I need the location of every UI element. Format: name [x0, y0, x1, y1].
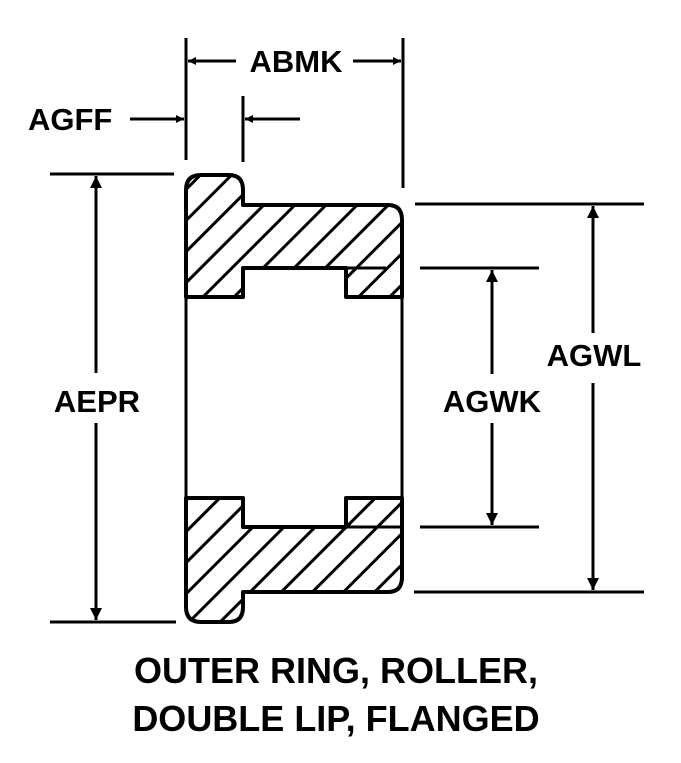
agwk-label: AGWK [443, 384, 542, 419]
title-line-2: DOUBLE LIP, FLANGED [132, 698, 539, 739]
dimension-agwl: AGWL [414, 202, 644, 594]
aepr-label: AEPR [54, 384, 140, 419]
dimension-abmk: ABMK [184, 38, 405, 188]
ring-section-top [184, 173, 404, 299]
ring-section-bottom [184, 496, 404, 624]
dimension-agff: AGFF [28, 96, 300, 162]
agwl-label: AGWL [547, 338, 642, 373]
dimension-aepr: AEPR [50, 172, 176, 624]
title-line-1: OUTER RING, ROLLER, [134, 650, 538, 691]
abmk-label: ABMK [250, 44, 344, 79]
dimension-agwk: AGWK [420, 266, 542, 529]
agff-label: AGFF [28, 102, 112, 137]
drawing-title: OUTER RING, ROLLER, DOUBLE LIP, FLANGED [132, 650, 539, 739]
ring-cross-section [184, 173, 404, 624]
